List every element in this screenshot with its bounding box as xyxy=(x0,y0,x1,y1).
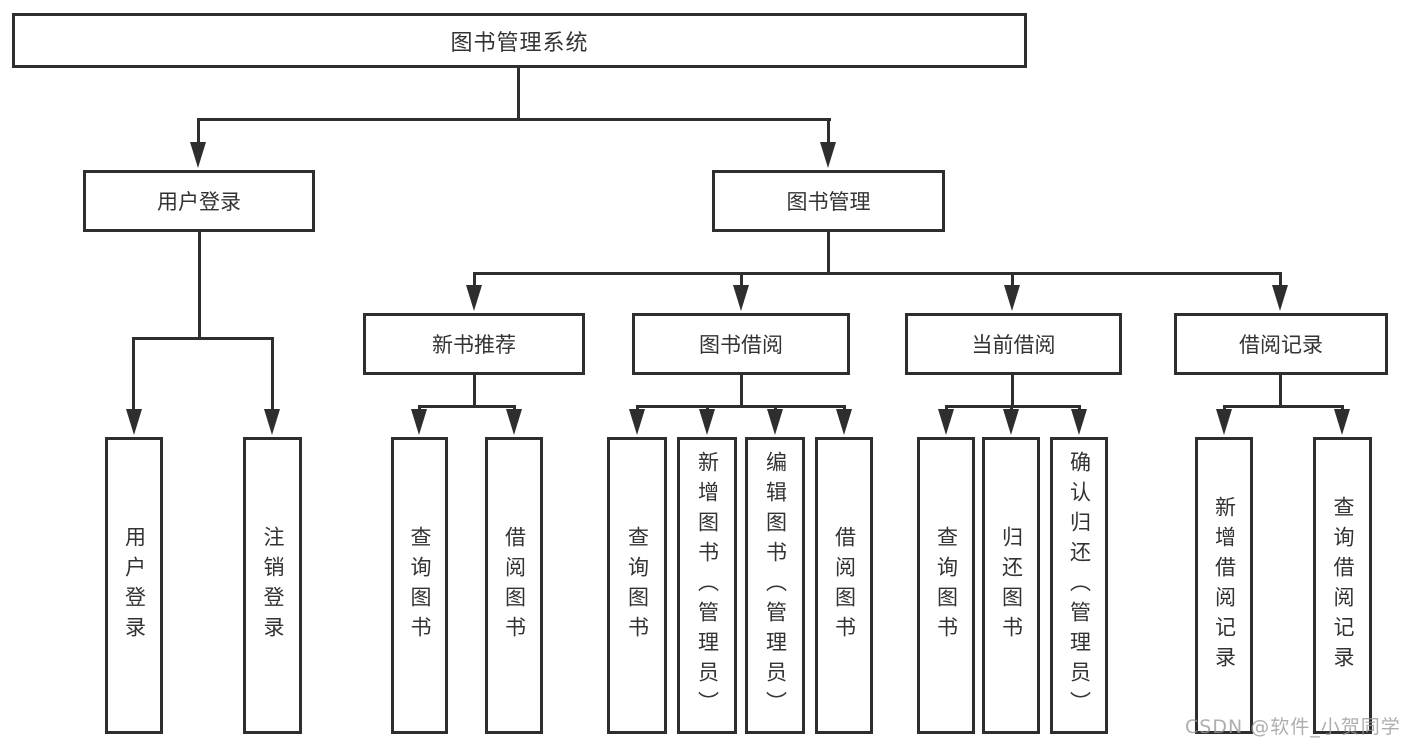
connector-line xyxy=(473,272,1282,275)
arrowhead-down-icon xyxy=(1216,409,1232,435)
arrowhead-down-icon xyxy=(190,142,206,168)
arrowhead-down-icon xyxy=(1003,409,1019,435)
node-book-management: 图书管理 xyxy=(712,170,945,232)
leaf-confirm-return-admin: 确认归还（管理员） xyxy=(1050,437,1108,734)
arrowhead-down-icon xyxy=(1071,409,1087,435)
arrowhead-down-icon xyxy=(126,409,142,435)
node-borrowing-records: 借阅记录 xyxy=(1174,313,1388,375)
leaf-label: 用户登录 xyxy=(122,525,147,646)
node-book-borrowing: 图书借阅 xyxy=(632,313,850,375)
connector-line xyxy=(132,337,274,340)
leaf-label: 查询图书 xyxy=(408,525,432,646)
leaf-borrow-books-recommend: 借阅图书 xyxy=(485,437,543,734)
leaf-label: 编辑图书（管理员） xyxy=(763,450,788,721)
connector-line xyxy=(418,405,516,408)
leaf-label: 注销登录 xyxy=(261,525,285,646)
connector-line xyxy=(197,118,200,146)
arrowhead-down-icon xyxy=(1004,285,1020,311)
leaf-label: 查询借阅记录 xyxy=(1331,495,1355,676)
arrowhead-down-icon xyxy=(411,409,427,435)
connector-line xyxy=(517,68,520,118)
node-new-book-recommendation: 新书推荐 xyxy=(363,313,585,375)
connector-line xyxy=(197,118,831,121)
arrowhead-down-icon xyxy=(466,285,482,311)
node-label: 借阅记录 xyxy=(1239,333,1323,357)
connector-line xyxy=(827,118,830,146)
connector-line xyxy=(271,337,274,411)
arrowhead-down-icon xyxy=(1272,285,1288,311)
leaf-logout: 注销登录 xyxy=(243,437,302,734)
leaf-add-book-admin: 新增图书（管理员） xyxy=(677,437,737,734)
arrowhead-down-icon xyxy=(264,409,280,435)
leaf-label: 新增借阅记录 xyxy=(1212,495,1237,676)
connector-line xyxy=(1223,405,1344,408)
leaf-label: 确认归还（管理员） xyxy=(1067,450,1092,721)
leaf-label: 借阅图书 xyxy=(832,525,857,646)
connector-line xyxy=(1279,375,1282,405)
leaf-query-borrow-record: 查询借阅记录 xyxy=(1313,437,1372,734)
connector-line xyxy=(1011,272,1014,288)
leaf-user-login: 用户登录 xyxy=(105,437,163,734)
leaf-query-books-borrowing: 查询图书 xyxy=(607,437,667,734)
leaf-label: 借阅图书 xyxy=(502,525,527,646)
node-label: 图书管理 xyxy=(786,190,871,214)
connector-line xyxy=(1279,272,1282,288)
arrowhead-down-icon xyxy=(733,285,749,311)
leaf-label: 新增图书（管理员） xyxy=(695,450,720,721)
leaf-return-books: 归还图书 xyxy=(982,437,1040,734)
arrowhead-down-icon xyxy=(629,409,645,435)
node-user-login: 用户登录 xyxy=(83,170,315,232)
node-library-management-system: 图书管理系统 xyxy=(12,13,1027,68)
connector-line xyxy=(198,232,201,337)
connector-line xyxy=(1011,375,1014,405)
arrowhead-down-icon xyxy=(836,409,852,435)
connector-line xyxy=(636,405,846,408)
node-label: 图书借阅 xyxy=(699,333,783,357)
node-current-borrowing: 当前借阅 xyxy=(905,313,1122,375)
leaf-query-books-recommend: 查询图书 xyxy=(391,437,448,734)
connector-line xyxy=(740,375,743,405)
connector-line xyxy=(132,337,135,411)
arrowhead-down-icon xyxy=(699,409,715,435)
arrowhead-down-icon xyxy=(820,142,836,168)
node-label: 图书管理系统 xyxy=(450,30,589,56)
leaf-edit-book-admin: 编辑图书（管理员） xyxy=(745,437,805,734)
leaf-label: 查询图书 xyxy=(934,525,959,646)
leaf-borrow-books: 借阅图书 xyxy=(815,437,873,734)
csdn-watermark: CSDN @软件_小贺同学 xyxy=(1185,716,1401,738)
arrowhead-down-icon xyxy=(767,409,783,435)
connector-line xyxy=(740,272,743,288)
node-label: 当前借阅 xyxy=(971,333,1056,357)
node-label: 新书推荐 xyxy=(432,333,516,357)
connector-line xyxy=(473,375,476,405)
arrowhead-down-icon xyxy=(1334,409,1350,435)
leaf-add-borrow-record: 新增借阅记录 xyxy=(1195,437,1253,734)
leaf-query-books-current: 查询图书 xyxy=(917,437,975,734)
arrowhead-down-icon xyxy=(506,409,522,435)
node-label: 用户登录 xyxy=(157,190,241,214)
connector-line xyxy=(827,232,830,272)
connector-line xyxy=(945,405,1081,408)
arrowhead-down-icon xyxy=(938,409,954,435)
connector-line xyxy=(473,272,476,288)
leaf-label: 查询图书 xyxy=(625,525,650,646)
leaf-label: 归还图书 xyxy=(999,525,1024,646)
